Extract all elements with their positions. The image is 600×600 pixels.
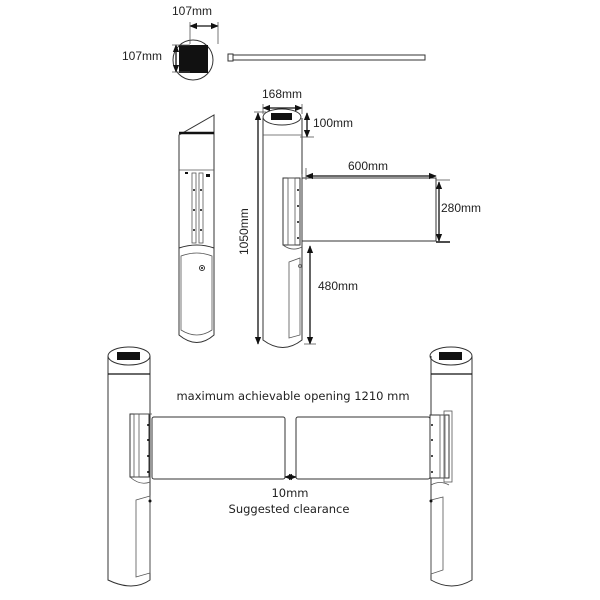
left-post: [107, 346, 152, 587]
arm-top-view: [231, 54, 426, 61]
post-top-square: [179, 45, 208, 73]
left-post-display: [117, 352, 140, 360]
right-post: [429, 346, 473, 587]
top-depth-label: 107mm: [122, 49, 162, 63]
side-view-post-angled: [178, 114, 215, 343]
arm-height-label: 280mm: [441, 201, 481, 215]
post-width-label: 168mm: [262, 87, 302, 101]
arm-elevation-label: 480mm: [318, 279, 358, 293]
right-post-display: [439, 352, 462, 360]
swing-arm-side: [301, 177, 437, 242]
opening-label: maximum achievable opening 1210 mm: [176, 389, 409, 403]
top-view: 107mm 107mm: [122, 4, 426, 81]
arm-length-label: 600mm: [348, 159, 388, 173]
front-view: maximum achievable opening 1210 mm 10mm …: [107, 346, 473, 587]
lock-keyhole: [199, 265, 205, 271]
right-swing-arm: [295, 416, 431, 480]
clearance-caption: Suggested clearance: [229, 502, 350, 516]
cap-height-label: 100mm: [313, 116, 353, 130]
clearance-value-label: 10mm: [271, 486, 308, 500]
total-height-label: 1050mm: [237, 208, 251, 255]
top-width-label: 107mm: [172, 4, 212, 18]
post-display: [271, 113, 292, 120]
side-view-post-dimensioned: 168mm 100mm 1050mm 600mm 280mm 480mm: [237, 87, 481, 348]
left-swing-arm: [151, 416, 286, 480]
